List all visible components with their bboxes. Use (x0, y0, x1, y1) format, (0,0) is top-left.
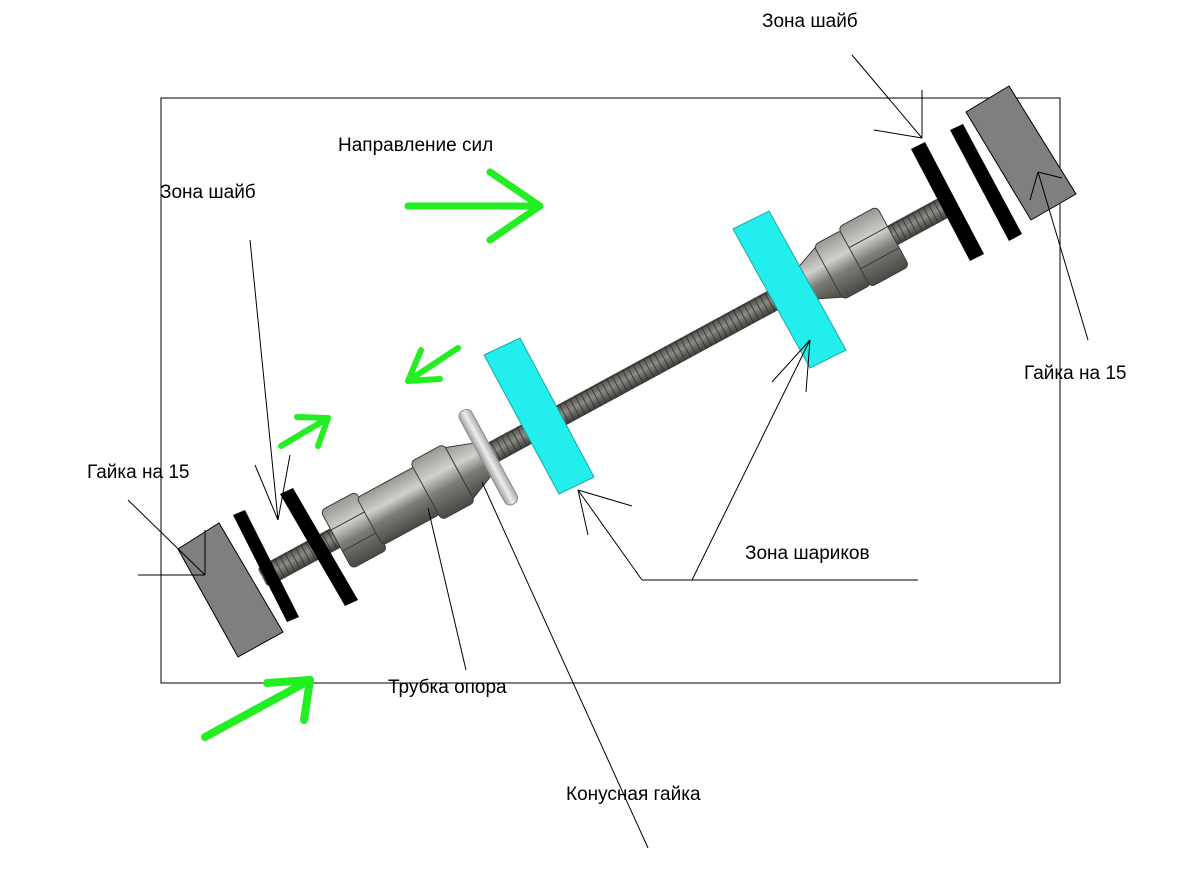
label-cone-nut: Конусная гайка (566, 784, 701, 805)
washer-black-left-1 (233, 510, 299, 622)
label-washer-zone-top-right: Зона шайб (762, 11, 858, 32)
left-washer (458, 408, 519, 506)
label-support-tube: Трубка опора (388, 677, 507, 698)
label-force-direction: Направление сил (338, 135, 493, 156)
washer-black-left-2 (280, 488, 358, 606)
ball-zone-right (732, 210, 847, 369)
leader-lines (127, 54, 1089, 849)
green-arrow-force-right (404, 168, 544, 244)
label-ball-zone: Зона шариков (745, 543, 870, 564)
nut-15-right (965, 85, 1077, 221)
ball-zone-left (483, 337, 595, 495)
label-nut-15-left: Гайка на 15 (87, 462, 189, 483)
washer-black-right-1 (911, 142, 984, 261)
green-arrow-small-left (405, 345, 461, 384)
label-nut-15-right: Гайка на 15 (1024, 363, 1126, 384)
frame-rectangle (160, 97, 1061, 684)
green-arrow-small-up (278, 414, 331, 449)
washer-black-right-2 (950, 124, 1022, 241)
label-washer-zone-left: Зона шайб (160, 182, 256, 203)
green-arrow-bottom (201, 676, 314, 741)
nut-15-left (177, 522, 284, 658)
right-outer-nut (839, 207, 908, 286)
